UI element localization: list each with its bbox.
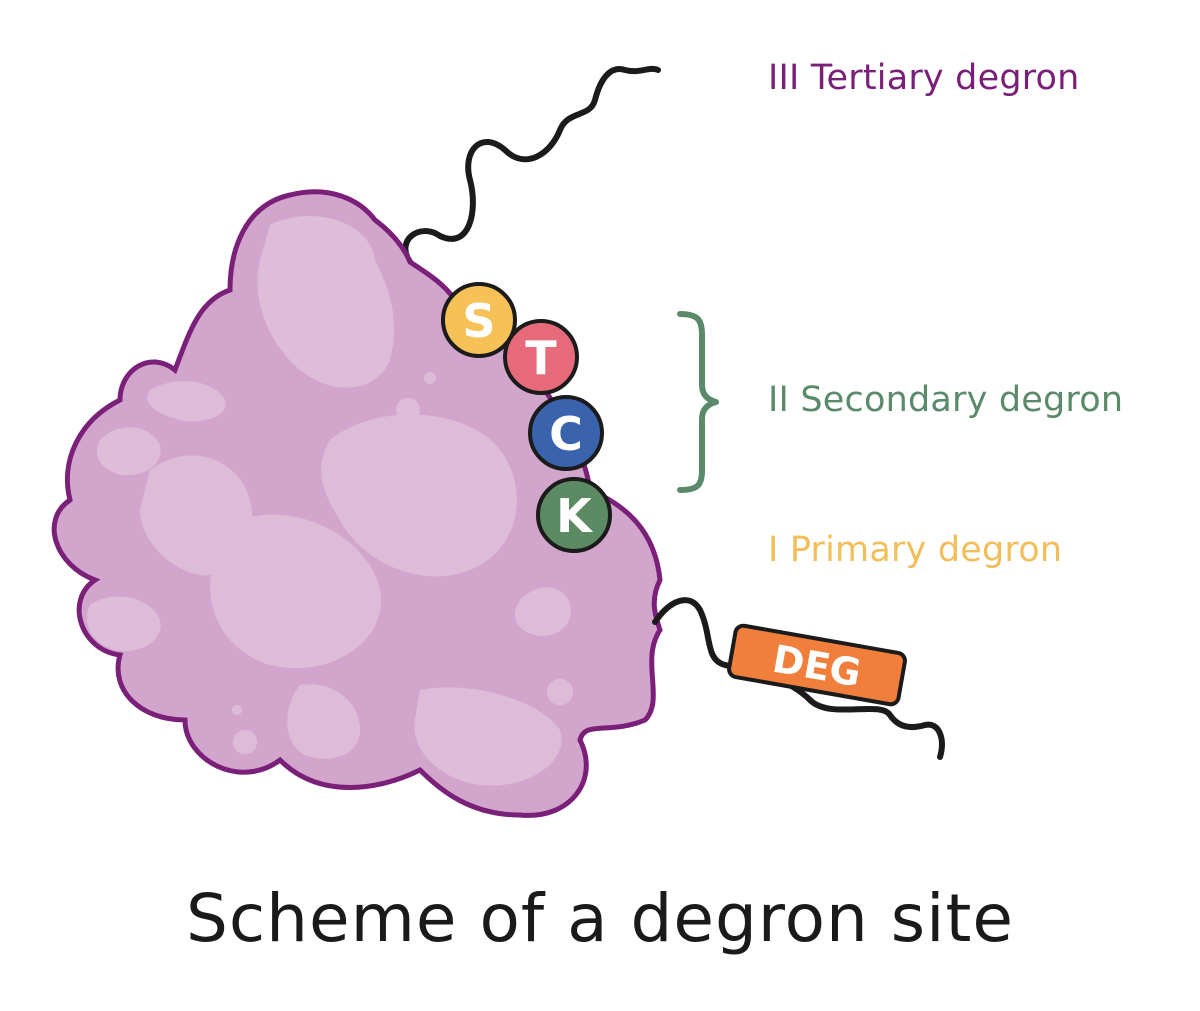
secondary-degron-label: II Secondary degron — [768, 380, 1124, 420]
residue-bead-letter: S — [462, 294, 495, 348]
primary-chain-tail — [652, 597, 945, 760]
residue-bead-s: S — [441, 282, 517, 358]
protein-highlights — [86, 216, 573, 786]
residue-bead-letter: C — [549, 407, 583, 461]
deg-tag: DEG — [727, 623, 907, 707]
residue-bead-c: C — [528, 395, 604, 471]
residue-bead-letter: T — [525, 331, 557, 385]
residue-bead-k: K — [536, 477, 612, 553]
tertiary-chain-tail — [402, 65, 661, 265]
residue-bead-circle — [503, 319, 579, 395]
tertiary-degron-label: III Tertiary degron — [768, 58, 1080, 98]
residue-bead-circle — [528, 395, 604, 471]
diagram-caption: Scheme of a degron site — [186, 880, 1014, 957]
residue-bead-t: T — [503, 319, 579, 395]
secondary-bracket — [677, 311, 719, 493]
residue-bead-circle — [441, 282, 517, 358]
residue-bead-circle — [536, 477, 612, 553]
residue-bead-letter: K — [556, 489, 594, 543]
primary-degron-label: I Primary degron — [768, 530, 1063, 570]
